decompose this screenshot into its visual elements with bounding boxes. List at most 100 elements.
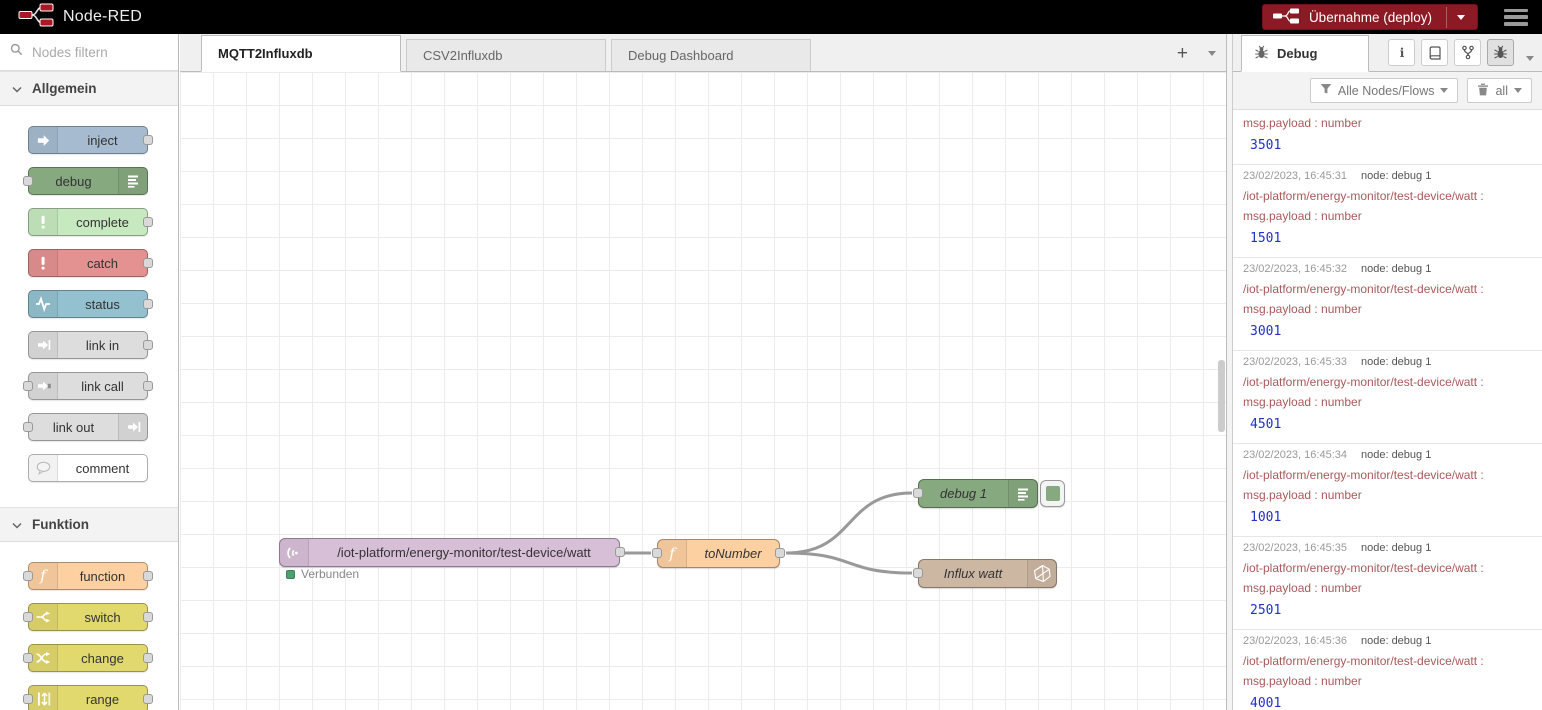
sidebar-button-book[interactable] <box>1421 39 1448 66</box>
tab-mqtt2influxdb[interactable]: MQTT2Influxdb <box>201 35 401 72</box>
funnel-icon <box>1320 83 1332 98</box>
debug-message-value[interactable]: 3001 <box>1250 324 1282 339</box>
bug-icon <box>1254 45 1269 63</box>
mqtt-output-port[interactable] <box>615 547 625 557</box>
debug-filter-label: Alle Nodes/Flows <box>1337 83 1435 98</box>
palette-node-inject[interactable]: inject <box>28 126 153 154</box>
debug-enable-toggle[interactable] <box>1040 480 1065 507</box>
svg-text:f: f <box>668 545 677 563</box>
output-port <box>143 653 153 663</box>
palette-node-complete[interactable]: complete <box>28 208 153 236</box>
palette-node-label: debug <box>55 173 92 189</box>
flow-list-caret[interactable] <box>1208 50 1216 56</box>
palette-search-input[interactable] <box>30 43 160 61</box>
debug-message-property: msg.payload : number <box>1243 209 1362 223</box>
output-port <box>143 612 153 622</box>
debug-node-label: debug 1 <box>940 486 987 501</box>
exclamation-icon <box>29 209 58 235</box>
sidebar-tabbar: Debug i <box>1233 34 1542 72</box>
sidebar-tabs-caret[interactable] <box>1526 48 1534 66</box>
palette-node-debug[interactable]: debug <box>23 167 148 195</box>
debug-toolbar: Alle Nodes/Flows all <box>1233 72 1542 110</box>
palette-node-link-in[interactable]: link in <box>28 331 153 359</box>
sidebar-button-info[interactable]: i <box>1388 39 1415 66</box>
debug-message-value[interactable]: 2501 <box>1250 603 1282 618</box>
function-input-port[interactable] <box>652 548 662 558</box>
debug-input-port[interactable] <box>913 488 923 498</box>
output-port <box>143 694 153 704</box>
debug-message-meta: 23/02/2023, 16:45:36 node: debug 1 <box>1243 635 1532 647</box>
palette-node-label: complete <box>76 214 129 230</box>
debug-message-timestamp: 23/02/2023, 16:45:36 <box>1243 635 1347 647</box>
app-title: Node-RED <box>63 8 142 25</box>
debug-clear-button[interactable]: all <box>1467 78 1532 103</box>
sidebar-button-bug[interactable] <box>1487 39 1514 66</box>
mqtt-in-node[interactable]: /iot-platform/energy-monitor/test-device… <box>279 538 625 567</box>
influxdb-out-node[interactable]: Influx watt <box>913 559 1057 588</box>
debug-message-value[interactable]: 3501 <box>1250 138 1282 153</box>
debug-message-node: node: debug 1 <box>1360 170 1432 182</box>
wires <box>625 491 913 575</box>
app-logo: Node-RED <box>18 3 142 32</box>
add-flow-button[interactable]: + <box>1176 42 1188 64</box>
output-port <box>143 135 153 145</box>
hamburger-menu-icon[interactable] <box>1504 8 1528 26</box>
palette-node-label: link out <box>52 419 95 435</box>
palette-node-link-out[interactable]: link out <box>23 413 148 441</box>
debug-node[interactable]: debug 1 <box>913 479 1038 508</box>
palette-section-content: inject debug complete catch status link in lin… <box>0 106 178 507</box>
deploy-nodes-icon <box>1272 8 1299 27</box>
function-node[interactable]: f toNumber <box>652 539 785 568</box>
palette-node-change[interactable]: change <box>23 644 153 672</box>
output-port <box>143 217 153 227</box>
sidebar-button-git-branch[interactable] <box>1454 39 1481 66</box>
debug-clear-label: all <box>1495 83 1508 98</box>
tab-csv2influxdb[interactable]: CSV2Influxdb <box>406 39 606 71</box>
palette-node-comment[interactable]: comment <box>28 454 148 482</box>
deploy-options-caret[interactable] <box>1446 6 1467 28</box>
deploy-button[interactable]: Übernahme (deploy) <box>1261 4 1478 30</box>
bug-icon <box>1494 45 1507 59</box>
trash-icon <box>1477 83 1489 99</box>
palette-node-switch[interactable]: switch <box>23 603 153 631</box>
tab-debug-dashboard[interactable]: Debug Dashboard <box>611 39 811 71</box>
palette-node-catch[interactable]: catch <box>28 249 153 277</box>
canvas-vertical-scrollbar[interactable] <box>1218 360 1225 432</box>
debug-message-node: node: debug 1 <box>1360 263 1432 275</box>
palette-section-header-funktion[interactable]: Funktion <box>0 507 178 542</box>
debug-message-value[interactable]: 4501 <box>1250 417 1282 432</box>
function-output-port[interactable] <box>775 548 785 558</box>
git-branch-icon <box>1461 45 1474 60</box>
debug-message-value[interactable]: 4001 <box>1250 696 1282 710</box>
debug-filter-button[interactable]: Alle Nodes/Flows <box>1309 78 1459 103</box>
palette-node-label: comment <box>75 460 130 476</box>
flow-canvas[interactable]: /iot-platform/energy-monitor/test-device… <box>180 72 1226 710</box>
debug-message-value[interactable]: 1001 <box>1250 510 1282 525</box>
input-port <box>23 653 33 663</box>
mqtt-radio-icon <box>280 539 309 566</box>
debug-message-list[interactable]: msg.payload : number 3501 23/02/2023, 16:4… <box>1233 110 1542 710</box>
mqtt-node-label: /iot-platform/energy-monitor/test-device… <box>337 545 591 560</box>
influx-input-port[interactable] <box>913 568 923 578</box>
debug-list-icon <box>118 168 147 194</box>
debug-message-topic: /iot-platform/energy-monitor/test-device… <box>1243 654 1484 668</box>
debug-message-value[interactable]: 1501 <box>1250 231 1282 246</box>
change-icon <box>29 645 58 671</box>
sidebar-resize-handle[interactable] <box>1226 34 1232 710</box>
palette-node-link-call[interactable]: link call <box>23 372 153 400</box>
svg-text:f: f <box>39 567 48 585</box>
palette-node-status[interactable]: status <box>28 290 153 318</box>
debug-message-node: node: debug 1 <box>1360 635 1432 647</box>
tab-debug[interactable]: Debug <box>1241 35 1369 72</box>
exclamation-icon <box>29 250 58 276</box>
palette-node-range[interactable]: range <box>23 685 153 710</box>
palette-section-header-allgemein[interactable]: Allgemein <box>0 71 178 106</box>
influx-node-label: Influx watt <box>943 566 1003 581</box>
